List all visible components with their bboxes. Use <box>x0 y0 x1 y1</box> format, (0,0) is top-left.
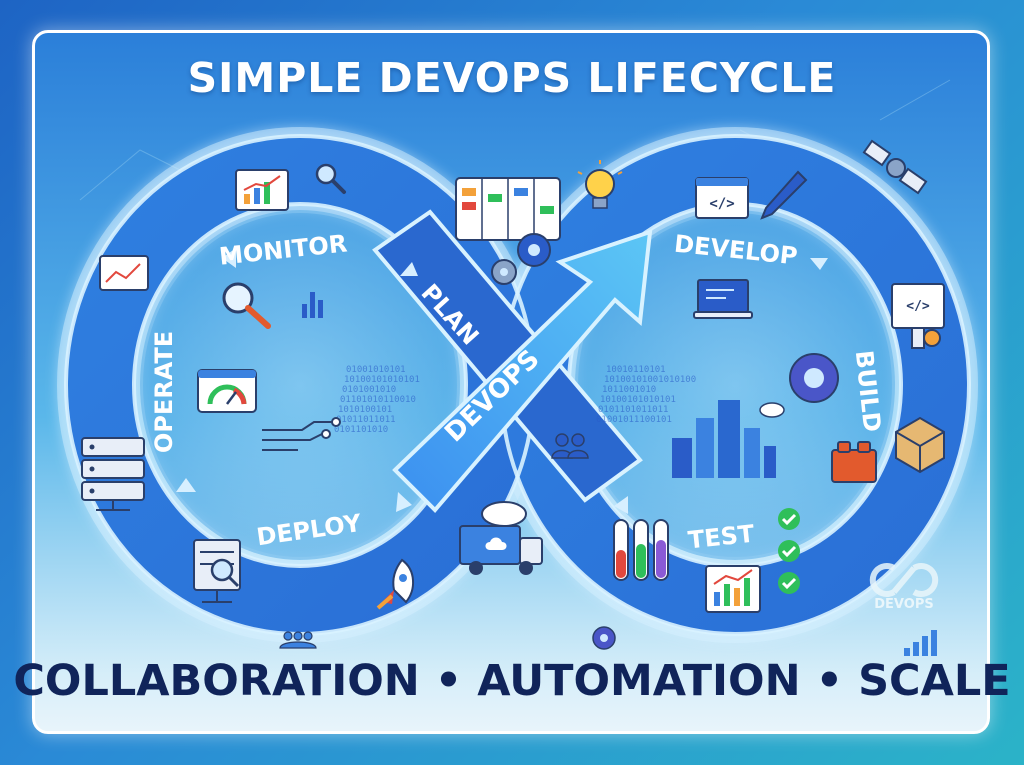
magnifier-icon <box>222 282 271 329</box>
delivery-truck-icon <box>459 501 543 575</box>
gauge-icon <box>197 369 257 413</box>
check-icon <box>778 572 800 594</box>
code-window-icon: </> <box>695 177 749 219</box>
devops-logo-icon <box>869 563 939 597</box>
stage-label-test: TEST <box>687 520 757 555</box>
rocket-icon <box>376 558 414 610</box>
kanban-board-icon <box>455 177 561 241</box>
binary-row: 0101101011011 <box>598 405 668 415</box>
brand-label: DEVOPS <box>874 597 933 612</box>
lego-brick-icon <box>831 441 877 483</box>
code-screen-icon: </> <box>891 283 945 349</box>
binary-text-right: 1001011010110100101001010100101100101010… <box>596 365 696 425</box>
server-rack-icon <box>81 437 145 511</box>
footer-tagline: COLLABORATION • AUTOMATION • SCALE <box>0 656 1024 706</box>
binary-row: 1011001010 <box>602 385 656 395</box>
satellite-icon <box>862 139 928 195</box>
svg-text:</>: </> <box>906 299 930 314</box>
footer-separator: • <box>815 656 844 706</box>
binary-row: 01101010110010 <box>340 395 416 405</box>
footer-collaboration: COLLABORATION <box>13 656 420 706</box>
team-icon <box>551 433 589 459</box>
page-title: SIMPLE DEVOPS LIFECYCLE <box>187 54 837 102</box>
binary-row: 01011011011 <box>336 415 396 425</box>
pen-icon <box>760 170 808 220</box>
gears-icon <box>491 233 551 285</box>
circuit-icon <box>262 417 341 451</box>
binary-row: 0101001010 <box>342 385 396 395</box>
stage-label-operate: OPERATE <box>150 331 178 453</box>
magnifier-icon <box>315 163 346 194</box>
binary-row: 01001010101 <box>346 365 406 375</box>
binary-row: 10100101010101 <box>344 375 420 385</box>
box-icon <box>895 416 945 474</box>
flow-arrows <box>176 248 828 514</box>
binary-row: 10010110101 <box>606 365 666 375</box>
gear-icon <box>592 626 616 650</box>
line-chart-icon <box>99 255 149 291</box>
svg-text:</>: </> <box>709 196 734 212</box>
laptop-icon <box>693 279 753 319</box>
bar-chart-icon <box>302 292 323 318</box>
devops-band <box>392 229 653 513</box>
binary-row: 1010100101 <box>338 405 392 415</box>
check-icon <box>778 540 800 562</box>
signal-bars-icon <box>904 630 937 656</box>
analytics-board-icon <box>705 565 761 613</box>
test-tubes-icon <box>613 519 669 581</box>
team-icon <box>279 631 317 649</box>
footer-separator: • <box>434 656 463 706</box>
gear-wrench-icon <box>789 353 839 403</box>
binary-row: 01001011100101 <box>596 415 672 425</box>
chart-icon <box>235 169 289 211</box>
footer-automation: AUTOMATION <box>477 656 801 706</box>
footer-scale: SCALE <box>858 656 1011 706</box>
cloud-icon <box>759 402 785 418</box>
lightbulb-icon <box>577 160 623 209</box>
binary-row: 10100101010101 <box>600 395 676 405</box>
binary-text-left: 0100101010110100101010101010100101001101… <box>334 365 420 435</box>
server-search-icon <box>193 539 241 603</box>
binary-row: 10100101001010100 <box>604 375 696 385</box>
city-icon <box>672 400 776 478</box>
binary-row: 0101101010 <box>334 425 388 435</box>
check-icon <box>778 508 800 530</box>
